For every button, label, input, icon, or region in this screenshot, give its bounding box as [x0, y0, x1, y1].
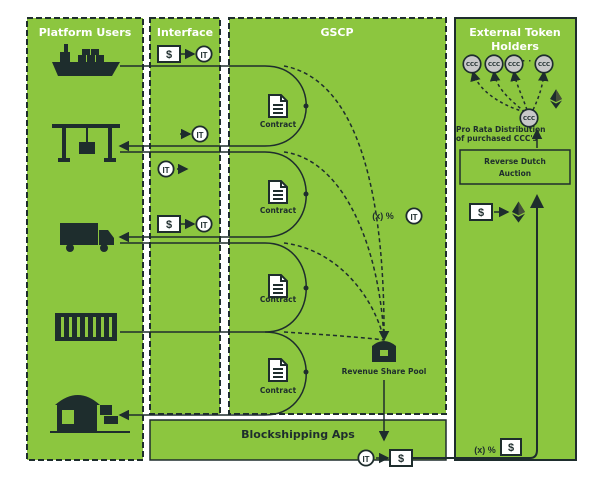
svg-text:$: $	[478, 207, 484, 219]
it-coin-percent: IT	[405, 207, 423, 225]
external-title-line2: Holders	[491, 40, 539, 53]
svg-text:· ·: · ·	[522, 56, 531, 67]
reverse-auction-line2: Auction	[499, 169, 531, 178]
contract-1: Contract	[260, 94, 297, 129]
ccc-coin-3: CCC	[504, 54, 524, 74]
percent-it-label: (x) %	[372, 211, 394, 221]
usd-token-bottom: $	[389, 449, 413, 467]
svg-text:$: $	[166, 49, 172, 61]
container-icon	[55, 313, 117, 341]
pro-rata-line1: Pro Rata Distribution	[456, 125, 546, 134]
reverse-auction-line1: Reverse Dutch	[484, 157, 546, 166]
contract-4: Contract	[260, 358, 297, 395]
document-icon	[268, 180, 288, 204]
revenue-pool-label: Revenue Share Pool	[342, 367, 427, 376]
svg-text:IT: IT	[200, 221, 207, 230]
percent-usd-label: (x) %	[474, 445, 496, 455]
pro-rata-line2: of purchased CCC's	[456, 134, 538, 143]
svg-text:IT: IT	[200, 51, 207, 60]
contract-3: Contract	[260, 274, 297, 304]
platform-users-title: Platform Users	[39, 26, 132, 39]
reverse-auction-box	[459, 149, 571, 185]
ccc-coin-4: CCC	[534, 54, 554, 74]
ccc-coin-source: CCC	[519, 108, 539, 128]
svg-text:CCC: CCC	[508, 62, 520, 68]
it-coin-bottom: IT	[357, 449, 375, 467]
svg-text:IT: IT	[362, 455, 369, 464]
svg-text:$: $	[398, 453, 404, 465]
usd-token-auction: $	[469, 203, 493, 221]
warehouse-icon	[50, 395, 130, 433]
ship-icon	[52, 44, 120, 76]
crane-icon	[52, 124, 120, 162]
usd-token-external: $	[500, 438, 522, 456]
svg-text:CCC: CCC	[488, 62, 500, 68]
dashed-flow-4	[283, 331, 385, 341]
svg-text:CCC: CCC	[466, 62, 478, 68]
svg-text:$: $	[508, 442, 514, 454]
dashed-flow-2	[283, 151, 385, 341]
dashed-flow-3	[283, 242, 385, 341]
svg-text:IT: IT	[410, 213, 417, 222]
svg-text:Contract: Contract	[260, 206, 297, 215]
it-coin-row3: IT	[157, 160, 175, 178]
svg-text:CCC: CCC	[538, 62, 550, 68]
external-title-line1: External Token	[469, 26, 561, 39]
ccc-coin-1: CCC	[462, 54, 482, 74]
svg-text:IT: IT	[162, 166, 169, 175]
gscp-title: GSCP	[320, 26, 353, 39]
truck-icon	[60, 223, 114, 252]
contract-2: Contract	[260, 180, 297, 215]
interface-title: Interface	[157, 26, 213, 39]
chest-icon	[372, 341, 396, 362]
it-coin-row4: IT	[195, 215, 213, 233]
ccc-coin-2: CCC	[484, 54, 504, 74]
external-token-holders-panel	[454, 17, 577, 461]
svg-text:IT: IT	[196, 131, 203, 140]
it-coin-row2: IT	[191, 125, 209, 143]
svg-text:$: $	[166, 219, 172, 231]
document-icon	[268, 274, 288, 298]
svg-text:Contract: Contract	[260, 120, 297, 129]
svg-text:Contract: Contract	[260, 295, 297, 304]
document-icon	[268, 358, 288, 382]
svg-text:Contract: Contract	[260, 386, 297, 395]
dashed-flow-1	[283, 65, 390, 342]
document-icon	[268, 94, 288, 118]
usd-token-row4: $	[157, 215, 181, 233]
usd-token-top: $	[157, 45, 181, 63]
flow-to-auction	[412, 194, 544, 459]
svg-text:CCC: CCC	[523, 116, 535, 122]
it-coin-top: IT	[195, 45, 213, 63]
blockshipping-title: Blockshipping Aps	[241, 428, 355, 441]
